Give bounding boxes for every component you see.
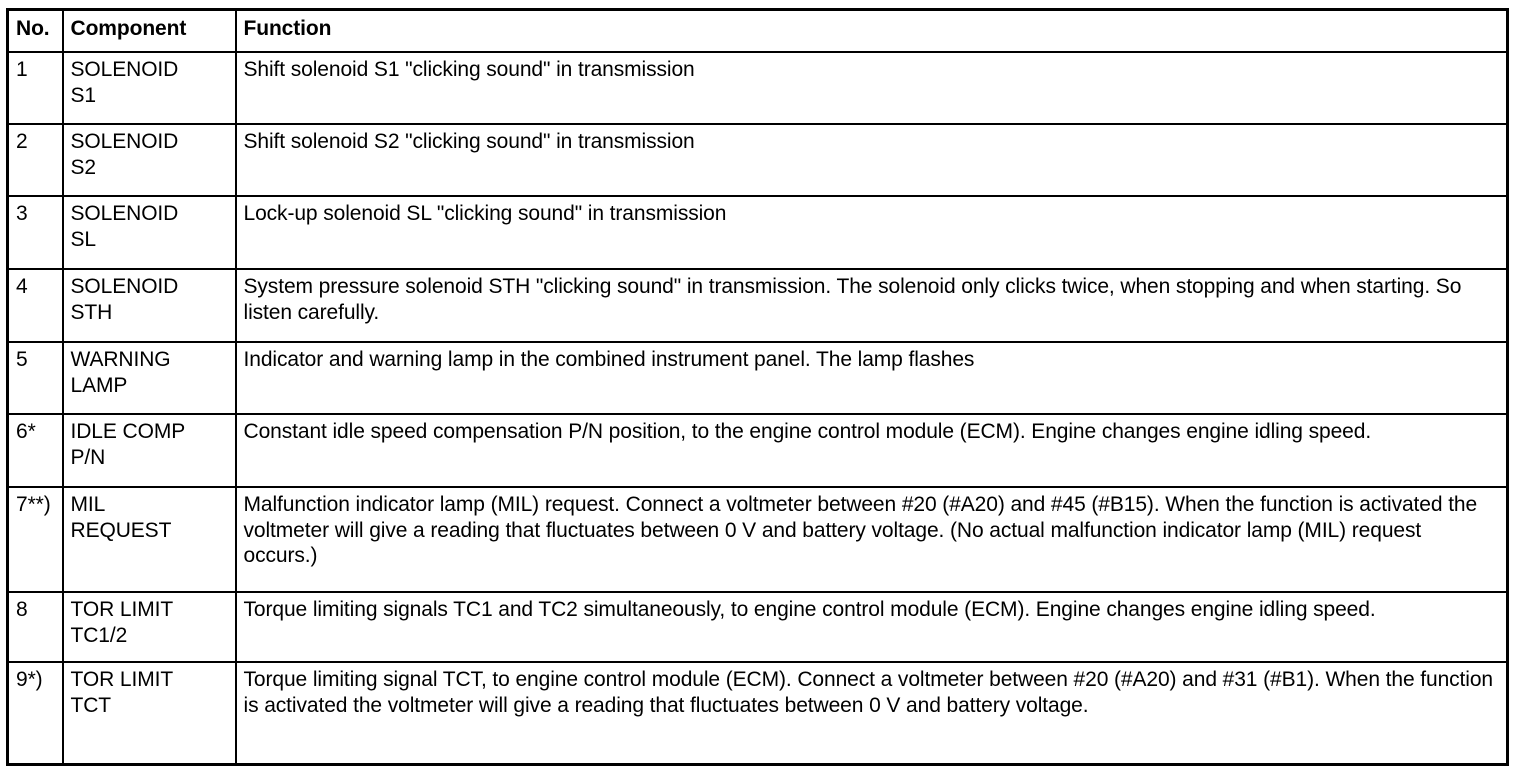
row-component: WARNING LAMP [61,341,237,415]
column-header-function: Function [234,8,1509,53]
table-body: 1 SOLENOID S1 Shift solenoid S1 "clickin… [6,51,1509,765]
row-number: 4 [6,268,64,343]
row-component: IDLE COMP P/N [61,413,237,488]
row-function: Shift solenoid S2 "clicking sound" in tr… [234,123,1509,197]
component-function-table: No. Component Function 1 SOLENOID S1 Shi… [6,8,1509,766]
row-component: TOR LIMIT TCT [61,661,237,765]
row-component: TOR LIMIT TC1/2 [61,591,237,663]
table-row: 3 SOLENOID SL Lock-up solenoid SL "click… [6,195,1509,270]
table-row: 5 WARNING LAMP Indicator and warning lam… [6,341,1509,415]
row-component: MIL REQUEST [61,486,237,593]
table-row: 6* IDLE COMP P/N Constant idle speed com… [6,413,1509,488]
row-function: Torque limiting signals TC1 and TC2 simu… [234,591,1509,663]
row-function: System pressure solenoid STH "clicking s… [234,268,1509,343]
row-function: Malfunction indicator lamp (MIL) request… [234,486,1509,593]
row-function: Shift solenoid S1 "clicking sound" in tr… [234,51,1509,125]
row-number: 5 [6,341,64,415]
table-header-row: No. Component Function [6,8,1509,53]
row-number: 8 [6,591,64,663]
table-row: 7**) MIL REQUEST Malfunction indicator l… [6,486,1509,593]
row-function: Indicator and warning lamp in the combin… [234,341,1509,415]
row-number: 6* [6,413,64,488]
row-component: SOLENOID STH [61,268,237,343]
table-header: No. Component Function [6,8,1509,53]
column-header-component: Component [61,8,237,53]
row-component: SOLENOID S2 [61,123,237,197]
row-number: 7**) [6,486,64,593]
table-row: 8 TOR LIMIT TC1/2 Torque limiting signal… [6,591,1509,663]
table-row: 2 SOLENOID S2 Shift solenoid S2 "clickin… [6,123,1509,197]
table-row: 1 SOLENOID S1 Shift solenoid S1 "clickin… [6,51,1509,125]
table-row: 4 SOLENOID STH System pressure solenoid … [6,268,1509,343]
row-function: Constant idle speed compensation P/N pos… [234,413,1509,488]
row-component: SOLENOID SL [61,195,237,270]
table-row: 9*) TOR LIMIT TCT Torque limiting signal… [6,661,1509,765]
row-function: Lock-up solenoid SL "clicking sound" in … [234,195,1509,270]
row-number: 2 [6,123,64,197]
row-function: Torque limiting signal TCT, to engine co… [234,661,1509,765]
row-number: 9*) [6,661,64,765]
column-header-no: No. [6,8,64,53]
row-component: SOLENOID S1 [61,51,237,125]
row-number: 1 [6,51,64,125]
row-number: 3 [6,195,64,270]
